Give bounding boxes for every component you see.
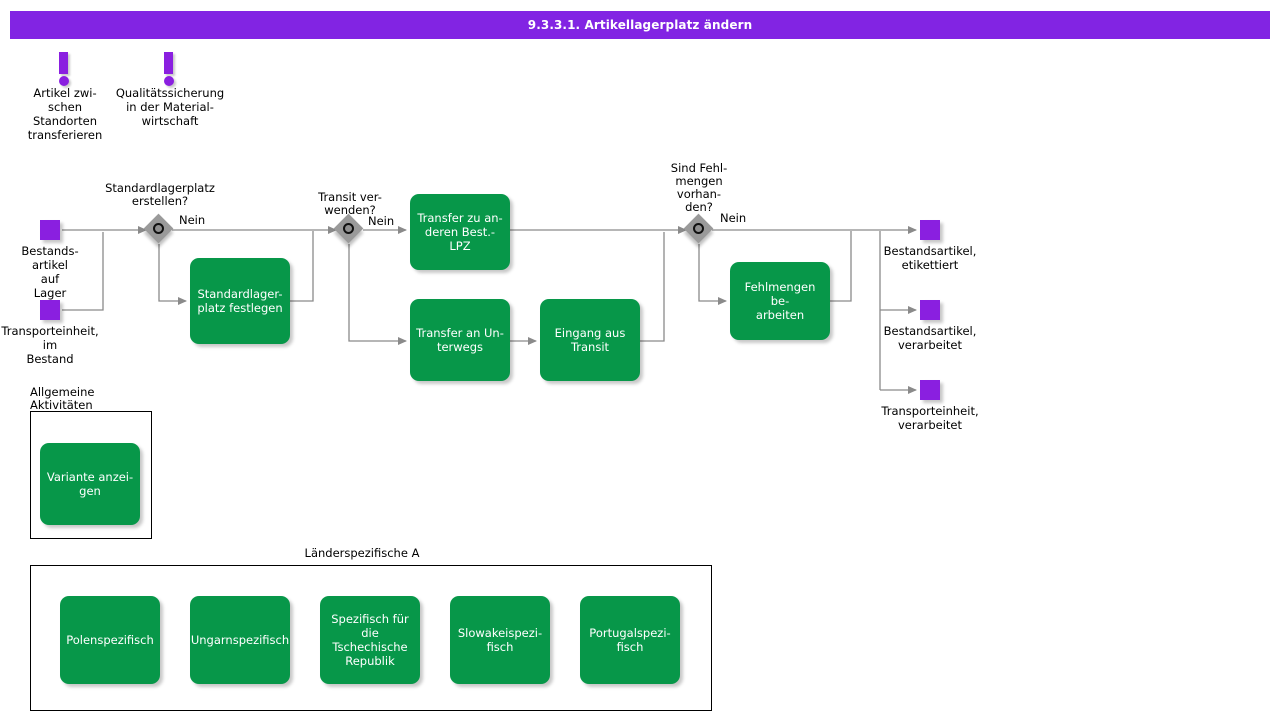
activity-eingang-aus-transit[interactable]: Eingang aus Transit [540,299,640,381]
data-object-icon [920,380,940,400]
gateway-transit-verwenden[interactable] [333,213,365,245]
activity-standardlagerplatz-festlegen[interactable]: Standardlager- platz festlegen [190,258,290,344]
activity-variante-anzeigen[interactable]: Variante anzei- gen [40,443,140,525]
activity-spezifisch-tschechische-republik[interactable]: Spezifisch für die Tschechische Republik [320,596,420,684]
activity-transfer-an-unterwegs[interactable]: Transfer an Un- terwegs [410,299,510,381]
data-object-label: Bestandsartikel, etikettiert [883,244,977,272]
data-object-icon [920,220,940,240]
page-title-bar: 9.3.3.1. Artikellagerplatz ändern [10,11,1270,39]
data-object-icon [40,300,60,320]
group-title-laenderspezifische: Länderspezifische A [304,546,420,560]
edge-label-nein-2: Nein [368,214,395,228]
gateway-label-transit: Transit ver- wenden? [318,190,382,217]
data-object-label: Bestandsartikel, verarbeitet [883,324,977,352]
data-object-label: Transporteinheit, im Bestand [1,324,99,366]
event-artikel-transferieren[interactable]: Artikel zwi- schen Standorten transferie… [5,52,125,142]
data-object-label: Bestands- artikel auf Lager [21,244,79,300]
gateway-ring-icon [153,223,164,234]
gateway-standardlagerplatz-erstellen[interactable] [143,213,175,245]
gateway-label-fehlmengen: Sind Fehl- mengen vorhan- den? [670,161,728,214]
gateway-ring-icon [343,223,354,234]
activity-fehlmengen-bearbeiten[interactable]: Fehlmengen be- arbeiten [730,262,830,340]
exclamation-icon [164,52,176,86]
activity-slowakeispezifisch[interactable]: Slowakeispezi- fisch [450,596,550,684]
event-label: Artikel zwi- schen Standorten transferie… [27,86,103,142]
data-object-label: Transporteinheit, verarbeitet [881,404,979,432]
data-object-icon [40,220,60,240]
edge-label-nein-3: Nein [720,211,747,225]
activity-transfer-zu-anderen-best-lpz[interactable]: Transfer zu an- deren Best.-LPZ [410,194,510,270]
data-object-transporteinheit-im-bestand[interactable]: Transporteinheit, im Bestand [1,300,99,366]
group-laenderspezifische-a [30,565,712,711]
event-label: Qualitätssicherung in der Material- wirt… [115,86,225,128]
page-title: 9.3.3.1. Artikellagerplatz ändern [527,18,753,32]
event-qualitaetssicherung[interactable]: Qualitätssicherung in der Material- wirt… [110,52,230,128]
activity-ungarnspezifisch[interactable]: Ungarnspezifisch [190,596,290,684]
group-title-allgemeine-aktivitaeten: Allgemeine Aktivitäten [30,385,95,412]
activity-portugalspezifisch[interactable]: Portugalspezi- fisch [580,596,680,684]
data-object-icon [920,300,940,320]
gateway-sind-fehlmengen-vorhanden[interactable] [683,213,715,245]
activity-polenspezifisch[interactable]: Polenspezifisch [60,596,160,684]
data-object-transporteinheit-verarbeitet[interactable]: Transporteinheit, verarbeitet [881,380,979,432]
gateway-ring-icon [693,223,704,234]
data-object-bestandsartikel-etikettiert[interactable]: Bestandsartikel, etikettiert [884,220,976,272]
exclamation-icon [59,52,71,86]
edge-label-nein-1: Nein [179,213,206,227]
data-object-bestandsartikel-auf-lager[interactable]: Bestands- artikel auf Lager [21,220,79,300]
group-allgemeine-aktivitaeten [30,411,152,539]
gateway-label-standardlagerplatz: Standardlagerplatz erstellen? [105,181,215,208]
data-object-bestandsartikel-verarbeitet[interactable]: Bestandsartikel, verarbeitet [884,300,976,352]
